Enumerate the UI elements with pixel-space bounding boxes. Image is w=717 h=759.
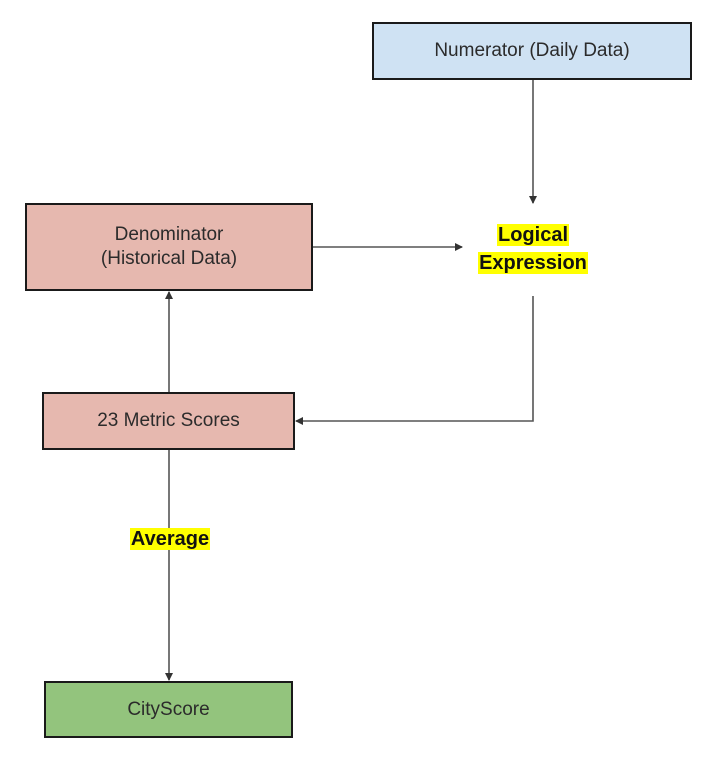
numerator-node: Numerator (Daily Data) — [372, 22, 692, 80]
arrow-logical-to-metric-scores — [295, 296, 534, 425]
logical-expression-label: Logical Expression — [433, 221, 633, 277]
metric-scores-label: 23 Metric Scores — [97, 410, 240, 432]
numerator-label: Numerator (Daily Data) — [434, 40, 630, 62]
average-label: Average — [70, 525, 270, 553]
average-text: Average — [129, 528, 211, 550]
cityscore-node: CityScore — [44, 681, 293, 738]
logical-expression-line2: Expression — [478, 252, 588, 274]
denominator-label-line1: Denominator — [114, 224, 224, 246]
denominator-label-line2: (Historical Data) — [100, 248, 238, 269]
logical-expression-line1: Logical — [496, 224, 569, 246]
metric-scores-node: 23 Metric Scores — [42, 392, 295, 450]
cityscore-label: CityScore — [127, 698, 210, 720]
denominator-node: Denominator (Historical Data) — [25, 203, 313, 291]
